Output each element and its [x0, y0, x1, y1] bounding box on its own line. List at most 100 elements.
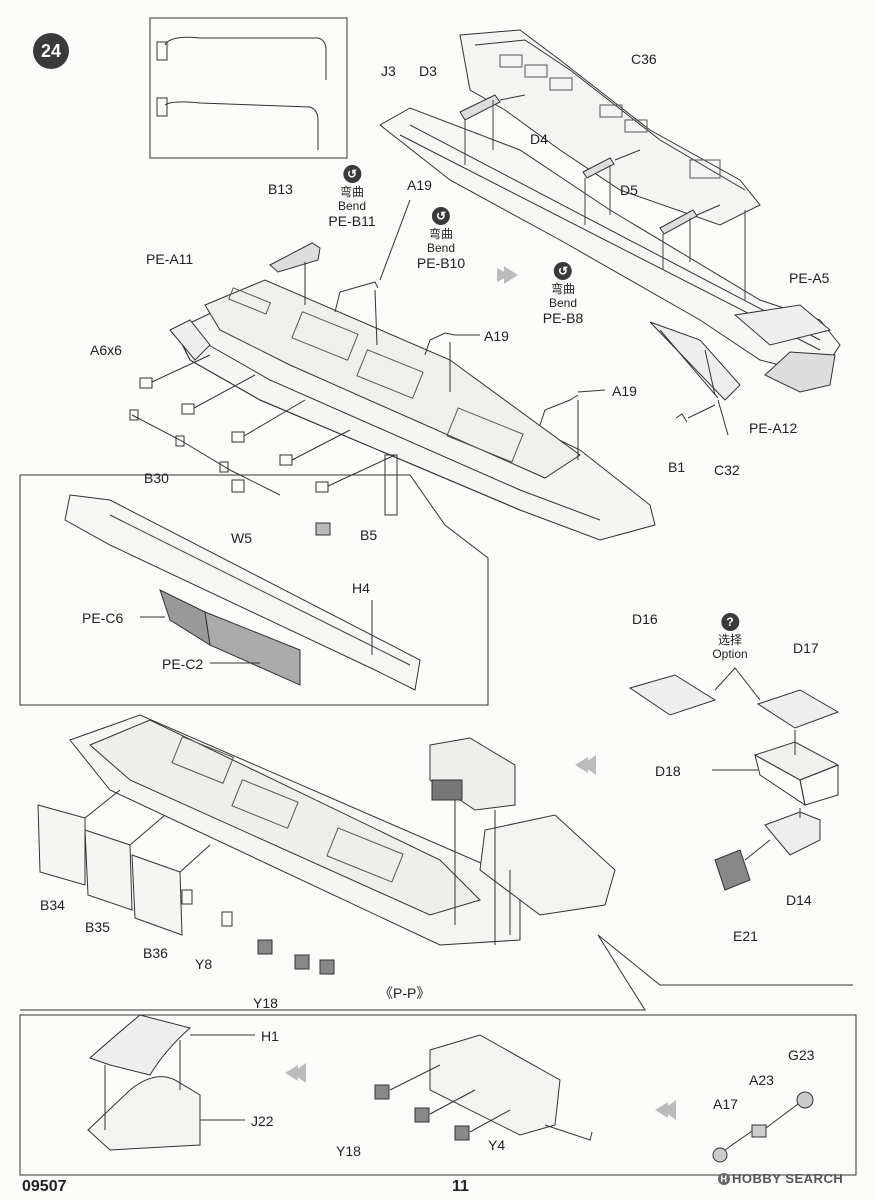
inset-panel-pp-border — [20, 934, 853, 1011]
part-d4 — [582, 157, 615, 179]
label-d16: D16 — [632, 611, 658, 627]
part-pe-a5 — [733, 304, 832, 346]
part-pe-b10 — [424, 332, 456, 356]
label-a19-1: A19 — [407, 177, 432, 193]
part-d16 — [628, 674, 717, 716]
label-b1: B1 — [668, 459, 686, 475]
part-d17 — [756, 689, 840, 729]
label-b30: B30 — [144, 470, 169, 486]
kit-number: 09507 — [22, 1178, 67, 1195]
label-d4: D4 — [530, 131, 548, 147]
label-a6x6: A6x6 — [90, 342, 122, 358]
label-pe-b10: PE-B10 — [416, 255, 466, 271]
rear-module — [429, 1034, 561, 1136]
part-b35 — [84, 829, 133, 911]
bend-note-en: Bend — [548, 296, 578, 310]
label-j22: J22 — [251, 1113, 274, 1129]
label-pe-c2: PE-C2 — [162, 656, 204, 672]
bend-note-pe-b8: ↺ 弯曲 Bend PE-B8 — [543, 262, 583, 326]
label-view-pp: 《P-P》 — [379, 985, 431, 1001]
bend-note-cn: 弯曲 — [339, 185, 364, 199]
label-d17: D17 — [793, 640, 819, 656]
label-a23: A23 — [749, 1072, 774, 1088]
parts-y18 — [257, 939, 335, 975]
label-pe-b11: PE-B11 — [328, 213, 376, 229]
label-a17: A17 — [713, 1096, 738, 1112]
direction-marker-3 — [285, 1063, 676, 1120]
part-d5 — [659, 209, 698, 235]
part-d18 — [753, 741, 840, 807]
label-g23: G23 — [788, 1047, 815, 1063]
direction-marker-2 — [575, 755, 596, 775]
label-d18: D18 — [655, 763, 681, 779]
label-pe-a5: PE-A5 — [789, 270, 830, 286]
hull-top-c36 — [459, 29, 761, 226]
bottom-panel-border — [19, 1014, 857, 1176]
label-h1: H1 — [261, 1028, 279, 1044]
label-b5: B5 — [360, 527, 378, 543]
part-w5 — [231, 479, 245, 493]
bend-note-pe-b10: ↺ 弯曲 Bend PE-B10 — [417, 207, 465, 271]
option-note: ? 选择 Option — [712, 613, 748, 661]
part-b30 — [131, 414, 281, 496]
question-icon: ? — [720, 613, 739, 631]
label-pe-a12: PE-A12 — [749, 420, 798, 436]
engine-module — [429, 737, 616, 916]
part-b36 — [131, 854, 183, 936]
parts-a6-brackets — [139, 354, 396, 493]
part-pe-a12 — [764, 351, 836, 393]
bend-note-cn: 弯曲 — [550, 282, 575, 296]
part-pe-b8 — [539, 394, 579, 426]
bend-note-en: Bend — [426, 241, 456, 255]
wire-detail-box — [149, 17, 348, 159]
side-detail-h4 — [64, 494, 421, 691]
part-c32 — [649, 321, 741, 401]
part-b5 — [315, 522, 331, 536]
inset-panel-b-border — [19, 474, 489, 706]
label-y8: Y8 — [195, 956, 213, 972]
hull-floor-j3 — [379, 107, 841, 376]
hull-assembly-lower — [69, 714, 521, 946]
part-b34 — [37, 804, 86, 886]
bend-icon: ↺ — [432, 207, 450, 225]
part-y8-a — [181, 889, 193, 905]
bend-note-cn: 弯曲 — [428, 227, 453, 241]
label-a19-3: A19 — [612, 383, 637, 399]
label-e21: E21 — [733, 928, 758, 944]
label-pe-c6: PE-C6 — [82, 610, 124, 626]
part-d14 — [764, 811, 821, 856]
bend-note-pe-b11: ↺ 弯曲 Bend PE-B11 — [328, 165, 376, 229]
part-pe-b11 — [334, 281, 379, 313]
label-a19-2: A19 — [484, 328, 509, 344]
label-j3: J3 — [381, 63, 396, 79]
bend-icon: ↺ — [554, 262, 572, 280]
label-b36: B36 — [143, 945, 168, 961]
label-c36: C36 — [631, 51, 657, 67]
label-d5: D5 — [620, 182, 638, 198]
label-b34: B34 — [40, 897, 65, 913]
part-e21 — [714, 849, 751, 891]
label-c32: C32 — [714, 462, 740, 478]
part-h1 — [89, 1014, 192, 1076]
part-pe-a11 — [169, 319, 211, 361]
step-number-badge: 24 — [33, 33, 69, 69]
label-pe-b8: PE-B8 — [542, 310, 584, 326]
antenna-wire-detail — [156, 36, 327, 150]
label-y18-bottom: Y18 — [336, 1143, 361, 1159]
option-note-en: Option — [712, 647, 748, 661]
label-b35: B35 — [85, 919, 110, 935]
label-b13: B13 — [268, 181, 293, 197]
direction-marker — [497, 266, 518, 284]
part-y8-b — [221, 911, 233, 927]
watermark-mark: H — [718, 1173, 730, 1185]
part-d3 — [459, 94, 501, 121]
label-d3: D3 — [419, 63, 437, 79]
label-h4: H4 — [352, 580, 370, 596]
label-w5: W5 — [231, 530, 252, 546]
bend-icon: ↺ — [343, 165, 361, 183]
label-y4: Y4 — [488, 1137, 506, 1153]
part-b1 — [675, 413, 688, 423]
